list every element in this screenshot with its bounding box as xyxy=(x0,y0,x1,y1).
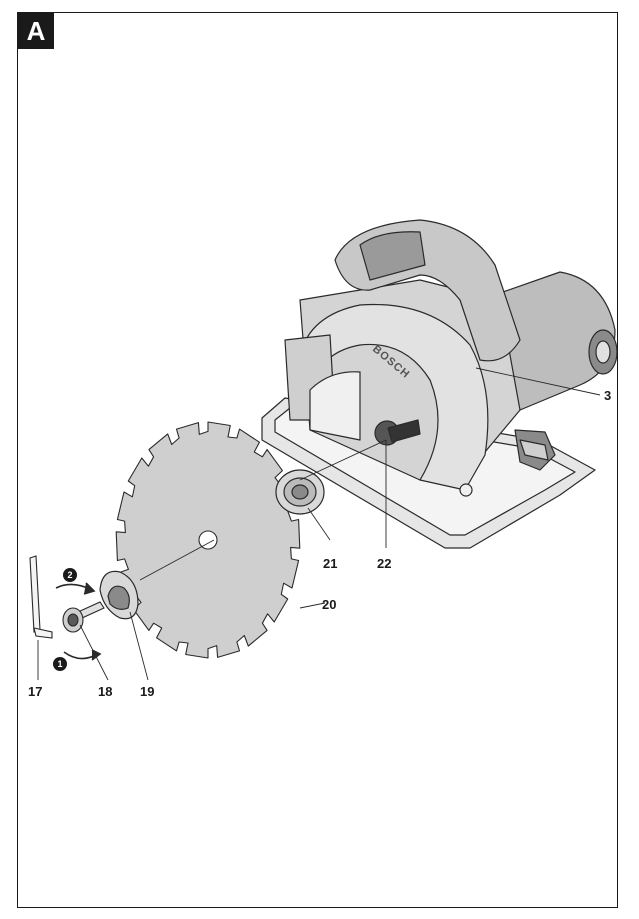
callout-18: 18 xyxy=(98,684,112,699)
callout-17: 17 xyxy=(28,684,42,699)
callout-3: 3 xyxy=(604,388,611,403)
callout-21: 21 xyxy=(323,556,337,571)
clamping-flange xyxy=(99,570,139,620)
mounting-flange xyxy=(275,469,325,515)
figure-label: A xyxy=(18,13,54,49)
figure-frame xyxy=(17,12,618,908)
rotation-arrow-2 xyxy=(55,582,96,595)
callout-19: 19 xyxy=(140,684,154,699)
saw-blade xyxy=(115,421,301,659)
callout-22: 22 xyxy=(377,556,391,571)
circular-saw xyxy=(261,219,618,549)
leader-lines xyxy=(37,367,601,681)
allen-wrench xyxy=(29,555,53,639)
step-badge-2: 2 xyxy=(63,568,77,582)
svg-text:1: 1 xyxy=(57,659,62,669)
callout-20: 20 xyxy=(322,597,336,612)
clamping-bolt xyxy=(62,601,105,633)
rotation-arrow-1 xyxy=(63,649,102,661)
step-badge-1: 1 xyxy=(53,657,67,671)
svg-text:2: 2 xyxy=(67,570,72,580)
